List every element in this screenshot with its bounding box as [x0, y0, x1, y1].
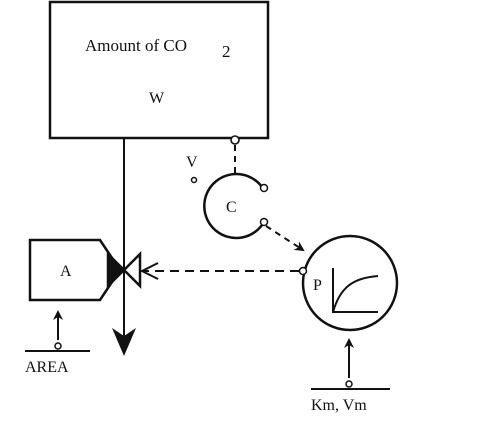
converter-to-process-link	[265, 225, 305, 252]
saturation-curve-icon	[332, 268, 379, 313]
converter-node-top	[259, 183, 269, 193]
valve-dark-wedge	[108, 254, 124, 286]
variable-node	[190, 176, 198, 184]
stock-connector-node	[230, 135, 240, 145]
co2-stock-box	[48, 0, 270, 140]
co2-stock-title: Amount of CO	[85, 36, 187, 55]
converter-arc	[203, 172, 266, 240]
process-node	[298, 266, 308, 276]
co2-stock-subscript: 2	[222, 42, 231, 61]
area-valve-box	[28, 238, 122, 302]
co2-stock-symbol: W	[149, 90, 165, 107]
valve-box-label: A	[60, 263, 72, 280]
kinetics-param-label: Km, Vm	[311, 397, 367, 414]
process-label: P	[313, 277, 322, 294]
process-to-valve-arrowhead	[139, 262, 159, 280]
converter-label: C	[226, 199, 237, 216]
process-circle	[301, 234, 399, 332]
area-param-label: AREA	[25, 359, 69, 376]
area-param-node	[54, 342, 62, 350]
converter-node-bottom	[259, 217, 269, 227]
outflow-arrowhead	[112, 328, 136, 356]
variable-label: V	[186, 154, 198, 171]
kinetics-param-node	[345, 380, 353, 388]
